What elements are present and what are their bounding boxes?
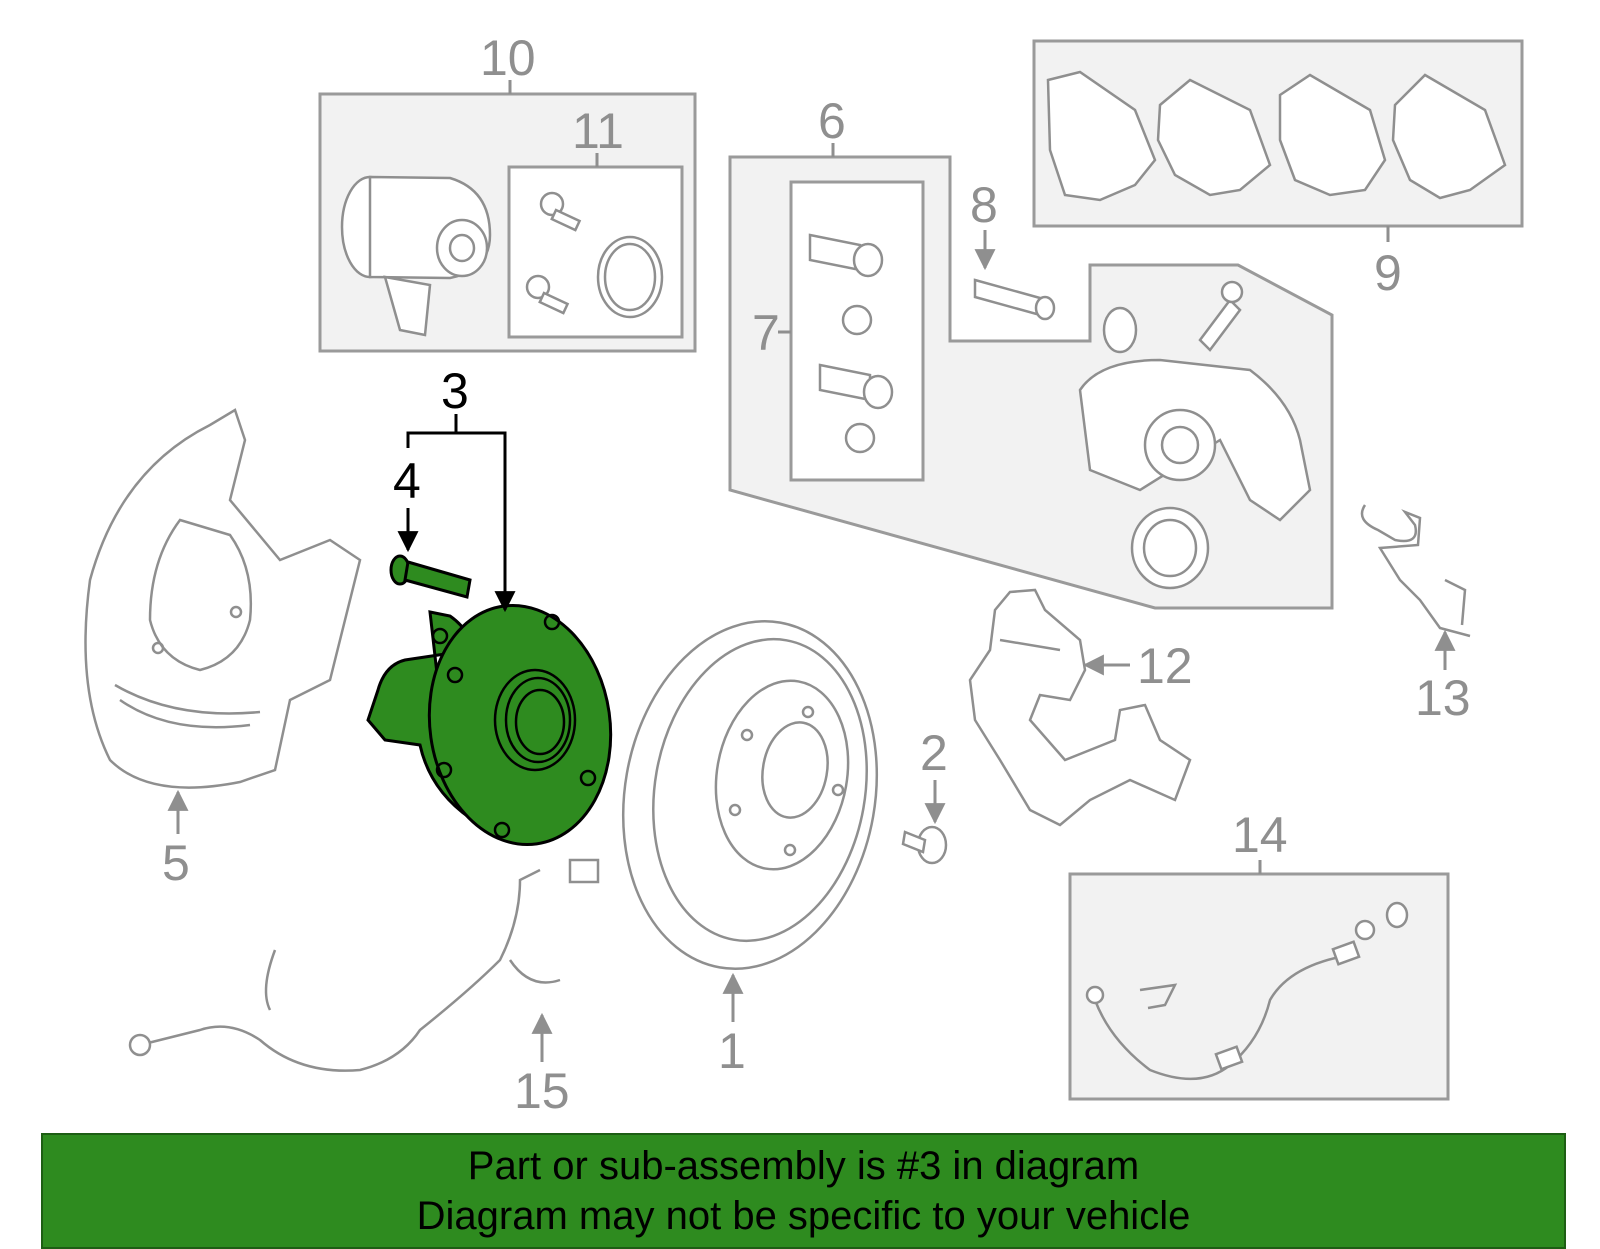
caliper-piston-icon bbox=[340, 175, 492, 337]
info-banner: Part or sub-assembly is #3 in diagram Di… bbox=[41, 1133, 1566, 1249]
brake-pad-icon bbox=[1046, 70, 1507, 202]
callout-5: 5 bbox=[162, 835, 190, 891]
banner-line-2: Diagram may not be specific to your vehi… bbox=[416, 1194, 1191, 1238]
callout-9: 9 bbox=[1374, 245, 1402, 301]
guide-pin-icon bbox=[808, 233, 894, 454]
callout-4: 4 bbox=[393, 453, 421, 509]
callout-15: 15 bbox=[514, 1063, 570, 1119]
callout-6: 6 bbox=[818, 93, 846, 149]
callout-12: 12 bbox=[1137, 638, 1193, 694]
part-8-caliper-pin[interactable]: 8 bbox=[970, 177, 1056, 321]
callout-2: 2 bbox=[920, 725, 948, 781]
bolt-icon bbox=[525, 191, 582, 315]
callout-8: 8 bbox=[970, 177, 998, 233]
part-13-spring-clip[interactable]: 13 bbox=[1360, 504, 1471, 726]
sensor-cable-icon bbox=[1085, 901, 1409, 1081]
callout-11: 11 bbox=[572, 103, 624, 159]
callout-10: 10 bbox=[480, 30, 536, 86]
part-5-backing-plate[interactable]: 5 bbox=[84, 408, 362, 891]
callout-13: 13 bbox=[1415, 670, 1471, 726]
caliper-body-icon bbox=[1078, 280, 1312, 590]
part-14-speed-sensor-box[interactable]: 14 bbox=[1068, 807, 1450, 1101]
part-12-caliper-bracket[interactable]: 12 bbox=[968, 588, 1193, 827]
part-11-seal-kit-box[interactable]: 11 bbox=[507, 103, 684, 339]
part-9-brake-pad-box[interactable]: 9 bbox=[1032, 39, 1524, 301]
part-2-rotor-screw[interactable]: 2 bbox=[901, 725, 948, 865]
part-4-wheel-stud[interactable]: 4 bbox=[389, 453, 472, 599]
callout-14: 14 bbox=[1232, 807, 1288, 863]
callout-1: 1 bbox=[718, 1023, 746, 1079]
part-1-brake-rotor[interactable]: 1 bbox=[597, 601, 904, 1079]
part-7-pin-kit-box[interactable]: 7 bbox=[752, 180, 925, 482]
banner-line-1: Part or sub-assembly is #3 in diagram bbox=[467, 1144, 1140, 1188]
part-3-hub-assembly[interactable]: 3 bbox=[366, 363, 626, 856]
callout-3: 3 bbox=[441, 363, 469, 419]
part-15-sensor-harness[interactable]: 15 bbox=[128, 858, 600, 1119]
callout-7: 7 bbox=[752, 305, 780, 361]
o-ring-icon bbox=[596, 235, 664, 319]
